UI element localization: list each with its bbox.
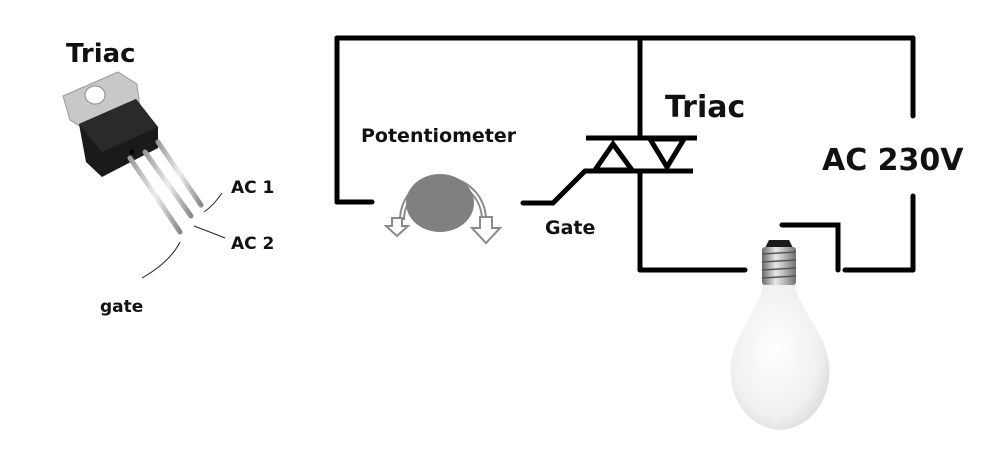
component-panel: Triac AC 1 AC 2 gate <box>62 39 274 317</box>
ac2-leader-line <box>193 225 226 239</box>
wire-lamp-tip <box>779 222 841 273</box>
potentiometer-label: Potentiometer <box>361 125 517 147</box>
triac-diode-up <box>590 139 637 173</box>
gate-leader-line <box>141 241 181 279</box>
triac-package <box>62 71 204 235</box>
pin-gate-leg <box>127 155 183 235</box>
potentiometer[interactable] <box>383 174 503 245</box>
circuit-schematic <box>334 35 916 273</box>
wire-gate <box>520 168 588 206</box>
bulb-contact <box>765 240 793 248</box>
component-title: Triac <box>66 39 136 69</box>
source-label: AC 230V <box>822 143 964 178</box>
mounting-hole <box>84 85 106 105</box>
pin-label-gate: gate <box>100 297 143 317</box>
bulb-screw-base <box>762 247 796 285</box>
potentiometer-knob[interactable] <box>406 174 474 232</box>
pin-ac1-leg <box>155 139 204 208</box>
triac-diode-down <box>645 136 689 172</box>
triac-symbol <box>585 135 697 174</box>
arrow-down-left-icon <box>383 217 411 238</box>
arrow-down-right-icon <box>469 216 503 245</box>
light-bulb <box>730 240 830 430</box>
ac1-leader-line <box>203 192 223 213</box>
bulb-glass <box>730 285 830 430</box>
pin-ac2-leg <box>142 149 194 219</box>
pin-label-ac2: AC 2 <box>231 234 274 254</box>
pin-label-ac1: AC 1 <box>231 178 274 198</box>
gate-label: Gate <box>545 217 595 239</box>
triac-label: Triac <box>665 90 745 125</box>
